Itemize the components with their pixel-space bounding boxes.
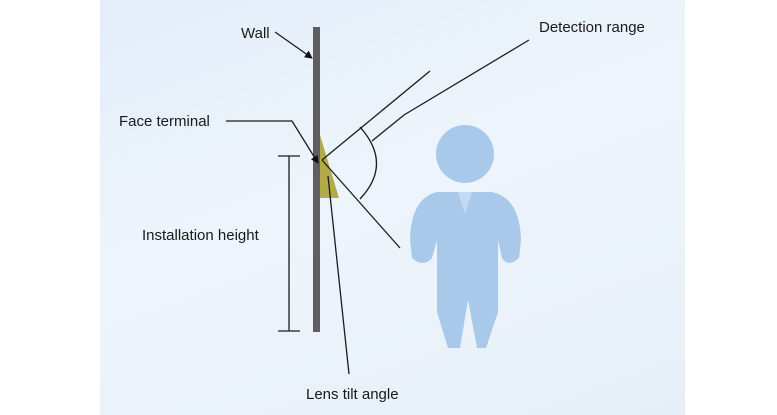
face-terminal-label: Face terminal — [119, 113, 210, 130]
detection-range-lower-line — [321, 159, 401, 249]
diagram-background — [100, 0, 685, 415]
detection-range-label: Detection range — [539, 19, 645, 36]
wall — [313, 27, 320, 332]
installation-height-dimension — [278, 155, 300, 332]
detection-range-upper-line — [321, 70, 431, 161]
detection-range-arc — [359, 126, 378, 200]
installation-height-label: Installation height — [142, 227, 260, 244]
person-figure — [410, 125, 521, 348]
lens-tilt-angle-label: Lens tilt angle — [306, 386, 399, 403]
lens-tilt-angle-leader — [327, 175, 350, 375]
wall-label: Wall — [241, 25, 270, 42]
face-terminal — [320, 135, 339, 198]
person-head — [436, 125, 494, 183]
person-collar — [458, 192, 472, 214]
face-terminal-leader — [226, 120, 319, 164]
wall-leader — [274, 31, 313, 59]
person-torso — [410, 192, 521, 348]
detection-range-leader — [371, 39, 530, 142]
